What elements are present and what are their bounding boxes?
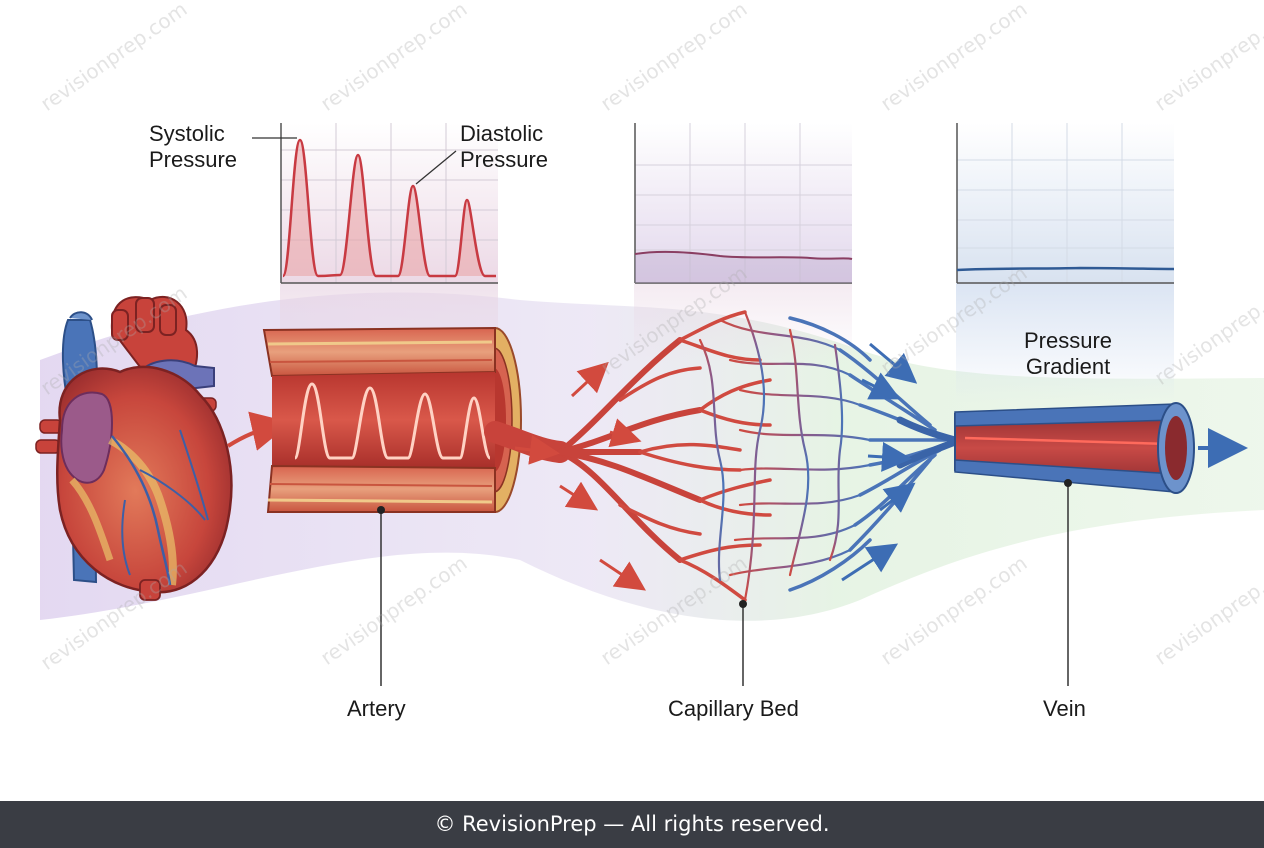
arterial-flow-arrows bbox=[514, 361, 646, 591]
arterial-pressure-graph bbox=[280, 123, 498, 284]
copyright-footer: © RevisionPrep — All rights reserved. bbox=[0, 801, 1264, 848]
venous-pressure-line bbox=[956, 266, 1175, 272]
heart-to-artery-arrow bbox=[226, 411, 292, 451]
venous-pressure-graph bbox=[956, 123, 1175, 284]
diastolic-leader bbox=[415, 150, 457, 185]
artery-pulse-wave bbox=[293, 382, 492, 460]
capillary-bed-label: Capillary Bed bbox=[668, 696, 799, 721]
arterial-pressure-wave bbox=[281, 138, 496, 278]
vein-tube bbox=[954, 402, 1248, 494]
label-dots bbox=[377, 479, 1072, 608]
diastolic-label-line2: Pressure bbox=[460, 147, 549, 172]
systolic-label-line2: Pressure bbox=[149, 147, 238, 172]
gradient-label-line2: Gradient bbox=[1025, 354, 1111, 379]
diastolic-label-line1: Diastolic bbox=[460, 121, 544, 146]
vein-label: Vein bbox=[1043, 696, 1086, 721]
venous-flow-arrows bbox=[841, 342, 918, 582]
capillary-pressure-graph bbox=[634, 123, 853, 284]
label-leaders bbox=[380, 483, 1069, 686]
systolic-label-line1: Systolic bbox=[149, 121, 225, 146]
capillary-network bbox=[557, 310, 959, 602]
artery-label: Artery bbox=[347, 696, 406, 721]
gradient-label-line1: Pressure bbox=[1024, 328, 1113, 353]
diastolic-pressure-label: Diastolic Pressure bbox=[460, 121, 548, 173]
systolic-pressure-label: Systolic Pressure bbox=[149, 121, 237, 173]
capillary-pressure-line bbox=[635, 251, 852, 283]
heart-illustration bbox=[35, 295, 233, 601]
pressure-gradient-label: Pressure Gradient bbox=[1024, 328, 1112, 380]
artery-cross-section bbox=[262, 326, 522, 513]
vein-column-shade bbox=[956, 283, 1174, 403]
